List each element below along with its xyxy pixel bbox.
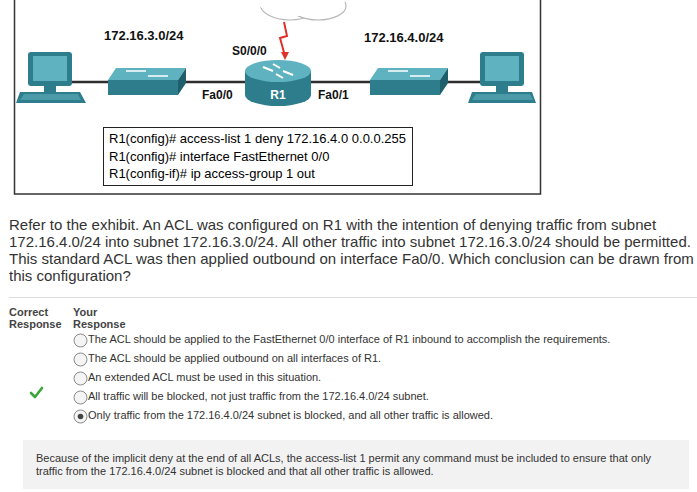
- answer-option: The ACL should be applied outbound on al…: [88, 352, 381, 364]
- answer-option: Only traffic from the 172.16.4.0/24 subn…: [88, 409, 493, 421]
- radio-buttons: [74, 334, 87, 423]
- serial-link-head: [281, 52, 289, 60]
- interface-label: S0/0/0: [232, 44, 267, 58]
- pc-icon: [16, 52, 86, 103]
- serial-link: [280, 22, 287, 56]
- interface-label: Fa0/0: [202, 88, 233, 102]
- feedback-box: Because of the implicit deny at the end …: [23, 440, 689, 489]
- command-line: R1(config-if)# ip access-group 1 out: [109, 165, 407, 183]
- switch-icon: [108, 68, 186, 95]
- router-icon: R1: [243, 58, 313, 108]
- command-line: R1(config)# interface FastEthernet 0/0: [109, 148, 407, 166]
- question-text: Refer to the exhibit. An ACL was configu…: [9, 216, 697, 284]
- switch-icon: [370, 68, 448, 95]
- feedback-text: Because of the implicit deny at the end …: [36, 452, 676, 477]
- pc-icon: [468, 52, 536, 103]
- separator: [9, 297, 697, 298]
- wan-cloud: [254, 0, 346, 20]
- router-name: R1: [243, 88, 313, 102]
- config-box: R1(config)# access-list 1 deny 172.16.4.…: [103, 127, 413, 186]
- column-header: Correct Response: [9, 306, 69, 330]
- answer-option: The ACL should be applied to the FastEth…: [88, 333, 610, 345]
- column-header: Your Response: [73, 306, 133, 330]
- check-mark: [31, 388, 42, 397]
- answer-option: An extended ACL must be used in this sit…: [88, 371, 321, 383]
- subnet-label: 172.16.4.0/24: [364, 30, 444, 45]
- subnet-label: 172.16.3.0/24: [104, 28, 184, 43]
- answer-option: All traffic will be blocked, not just tr…: [88, 390, 429, 402]
- command-line: R1(config)# access-list 1 deny 172.16.4.…: [109, 130, 407, 148]
- exhibit-frame: [15, 0, 541, 194]
- interface-label: Fa0/1: [318, 88, 349, 102]
